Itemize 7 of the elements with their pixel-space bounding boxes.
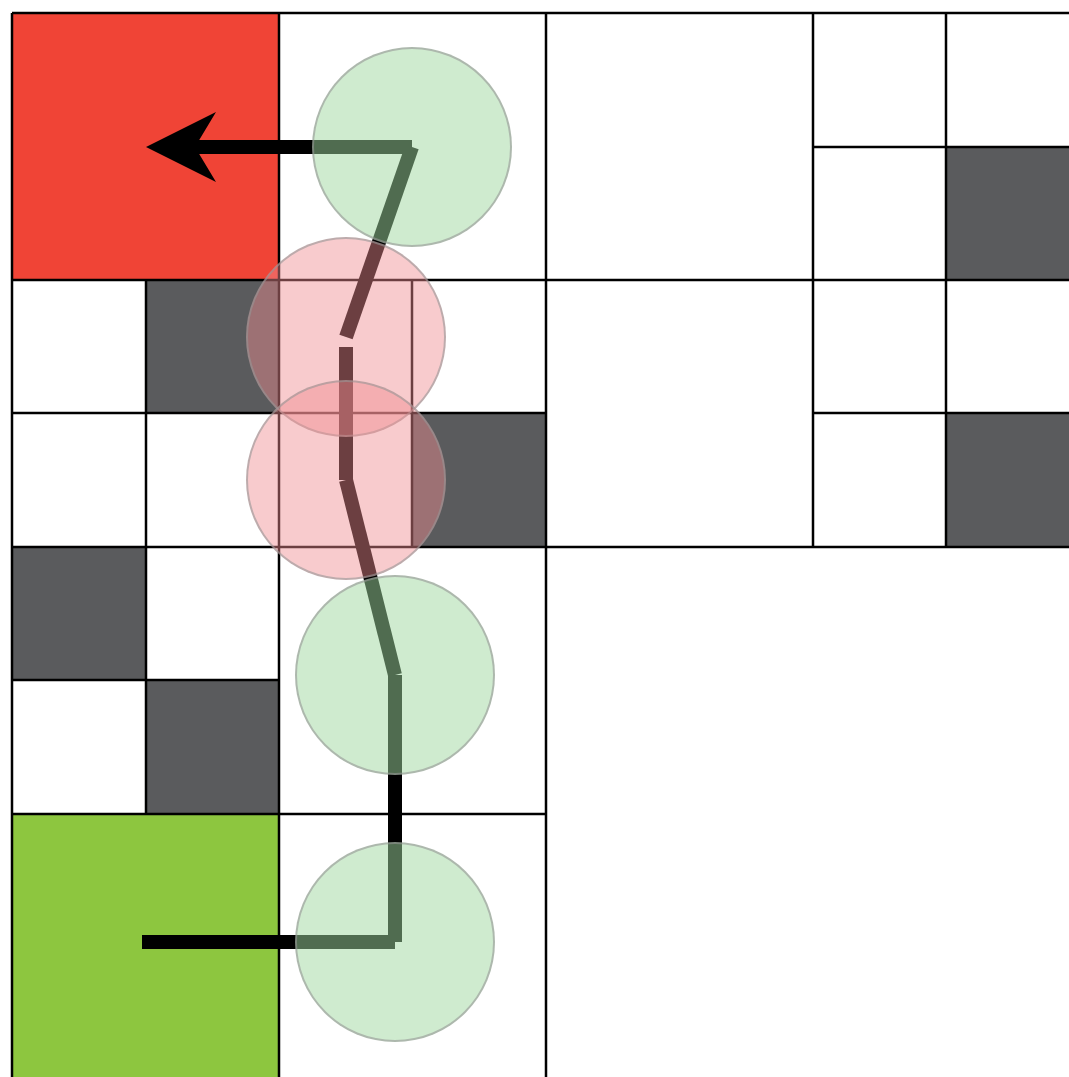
path-line bbox=[339, 478, 402, 677]
path-line bbox=[339, 347, 353, 480]
path-arrow bbox=[146, 112, 412, 182]
path-line bbox=[339, 144, 419, 340]
goal-cell bbox=[12, 13, 279, 280]
path-line bbox=[388, 675, 402, 942]
start-cell bbox=[12, 814, 279, 1077]
